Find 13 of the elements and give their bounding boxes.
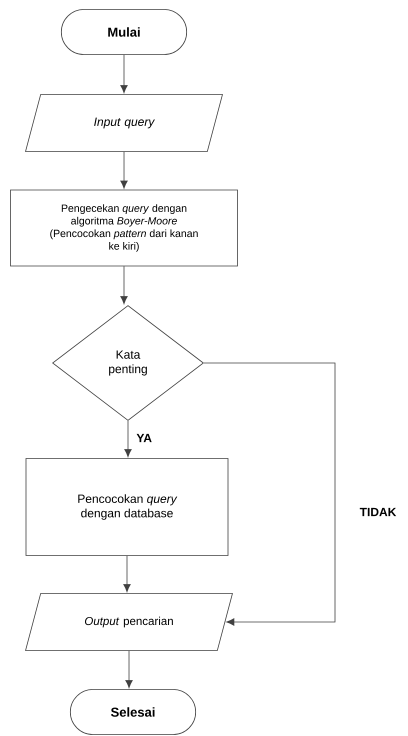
input-output-parallelogram: Input query bbox=[25, 94, 223, 152]
arrow bbox=[125, 650, 133, 688]
arrow bbox=[204, 362, 336, 626]
arrow bbox=[120, 266, 128, 304]
arrow bbox=[120, 152, 128, 189]
input-output-parallelogram: Output pencarian bbox=[25, 593, 233, 651]
arrow bbox=[124, 420, 132, 458]
edge-label: TIDAK bbox=[358, 506, 398, 518]
process-box: Pengecekan query dengan algoritma Boyer-Moore (Pencocokan pattern dari kanan ke kiri) bbox=[10, 190, 238, 266]
process-box: Pencocokan query dengan database bbox=[26, 458, 228, 556]
arrow bbox=[123, 556, 131, 592]
edge-label: YA bbox=[135, 432, 153, 444]
arrow bbox=[120, 54, 128, 94]
